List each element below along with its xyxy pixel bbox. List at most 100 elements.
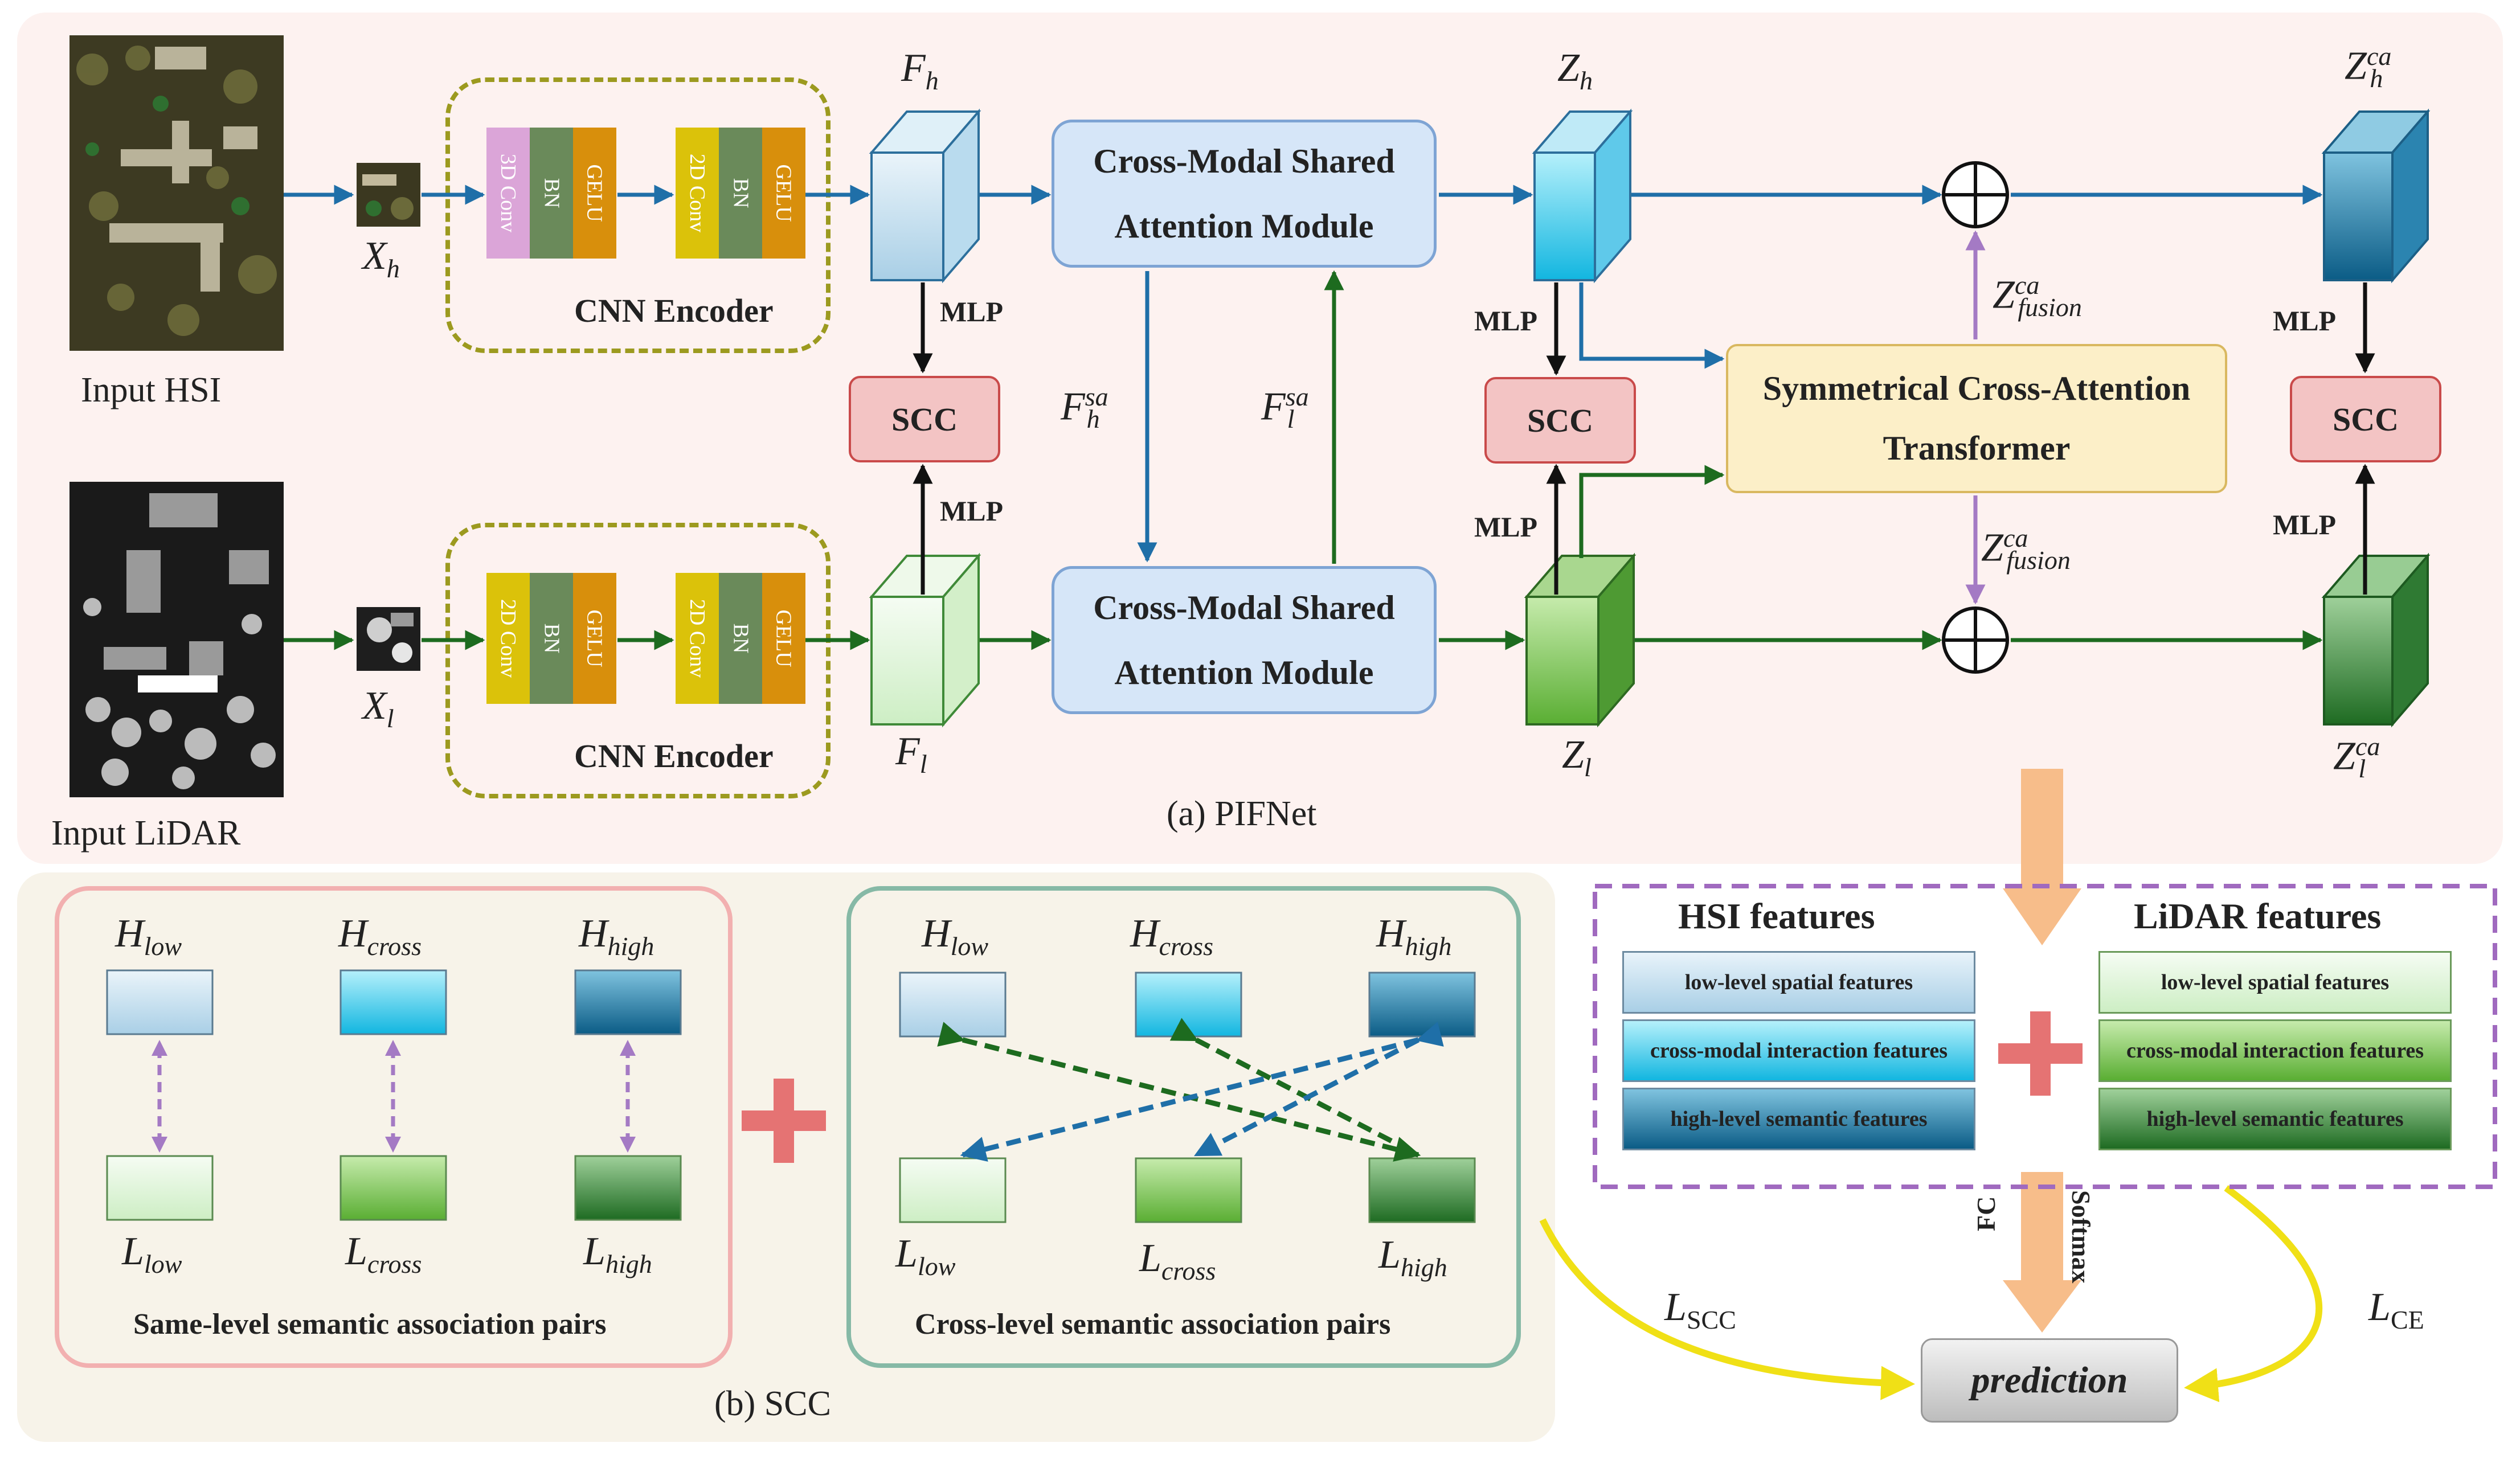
lidar-features-title: LiDAR features — [2134, 896, 2382, 936]
top-enc-conv1: 3D Conv — [486, 128, 530, 259]
xh-label: Xh — [362, 234, 400, 283]
top-encoder-title: CNN Encoder — [574, 292, 774, 329]
fc-label: FC — [1971, 1196, 2001, 1231]
cross-h-low: Hlow — [922, 912, 989, 961]
yellow-curve-ce — [2184, 1185, 2323, 1403]
bottom-enc-conv2: 2D Conv — [676, 573, 719, 704]
fl-sa-label: Fsal — [1261, 382, 1309, 434]
top-enc-bn2: BN — [719, 128, 762, 259]
cnn-encoder-bottom — [445, 523, 831, 798]
same-level-title: Same-level semantic association pairs — [133, 1308, 607, 1341]
top-enc-bn1: BN — [530, 128, 573, 259]
plus-scc — [742, 1079, 826, 1163]
hsi-features-title: HSI features — [1678, 896, 1875, 936]
hsi-feature-cross: cross-modal interaction features — [1622, 1019, 1975, 1082]
bottom-enc-gelu2: GELU — [762, 573, 805, 704]
lidar-patch-image — [357, 607, 420, 671]
cross-level-rects — [899, 972, 1476, 1223]
scat-line2: Transformer — [1883, 429, 2071, 467]
loss-ce-label: LCE — [2368, 1285, 2424, 1334]
cube-fl — [869, 552, 981, 728]
input-hsi-image — [69, 35, 284, 351]
zl-ca-label: Zcal — [2333, 732, 2380, 784]
mlp-label-3: MLP — [1474, 305, 1538, 337]
cross-level-title: Cross-level semantic association pairs — [915, 1308, 1391, 1341]
same-l-cross: Lcross — [345, 1230, 422, 1278]
cross-modal-bottom-line2: Attention Module — [1114, 654, 1374, 691]
hsi-feature-high: high-level semantic features — [1622, 1088, 1975, 1150]
orange-arrow-down-2 — [2003, 1172, 2081, 1333]
zh-ca-label: Zcah — [2345, 42, 2392, 93]
hsi-patch-image — [357, 163, 420, 227]
lidar-feature-cross: cross-modal interaction features — [2098, 1019, 2452, 1082]
scat-line1: Symmetrical Cross-Attention — [1762, 370, 2191, 407]
same-h-high: Hhigh — [579, 912, 654, 961]
mlp-label-2: MLP — [940, 495, 1004, 527]
bottom-enc-gelu1: GELU — [573, 573, 616, 704]
same-level-pairs-box — [55, 886, 733, 1368]
zfusion-bottom-label: Zcafusion — [1981, 523, 2071, 575]
panel-b-caption: (b) SCC — [714, 1384, 831, 1423]
oplus-top — [1942, 161, 2009, 228]
fl-label: Fl — [895, 730, 927, 778]
cross-l-cross: Lcross — [1139, 1236, 1216, 1285]
cross-l-low: Llow — [895, 1232, 956, 1281]
same-level-rects — [106, 969, 682, 1221]
features-dashed-box — [1593, 884, 2497, 1189]
same-l-high: Lhigh — [583, 1230, 652, 1278]
softmax-label: Softmax — [2067, 1190, 2096, 1284]
zfusion-top-label: Zcafusion — [1993, 271, 2082, 322]
mlp-label-6: MLP — [2273, 509, 2337, 540]
fh-sa-label: Fsah — [1061, 382, 1108, 434]
input-hsi-label: Input HSI — [81, 371, 222, 409]
cube-zl-ca — [2321, 552, 2431, 728]
symmetrical-cross-attention-transformer: Symmetrical Cross-Attention Transformer — [1726, 344, 2227, 493]
scc-box-2: SCC — [1484, 377, 1636, 464]
cross-modal-top-line2: Attention Module — [1114, 207, 1374, 245]
top-enc-gelu2: GELU — [762, 128, 805, 259]
cross-modal-attention-bottom: Cross-Modal Shared Attention Module — [1052, 566, 1437, 714]
plus-features — [1998, 1011, 2083, 1096]
prediction-box: prediction — [1921, 1338, 2178, 1423]
mlp-label-4: MLP — [1474, 511, 1538, 543]
same-h-low: Hlow — [115, 912, 182, 961]
cube-fh — [869, 108, 981, 284]
cube-zh — [1532, 108, 1633, 284]
same-h-cross: Hcross — [338, 912, 422, 961]
scc-box-1: SCC — [849, 376, 1000, 462]
lidar-feature-low: low-level spatial features — [2098, 951, 2452, 1014]
zh-label: Zh — [1557, 46, 1593, 95]
cross-l-high: Lhigh — [1378, 1233, 1447, 1282]
orange-arrow-down-1 — [2003, 769, 2081, 945]
cross-modal-top-line1: Cross-Modal Shared — [1093, 142, 1395, 180]
loss-scc-label: LSCC — [1664, 1285, 1736, 1334]
xl-label: Xl — [362, 684, 394, 733]
cube-zh-ca — [2321, 108, 2431, 284]
cross-modal-bottom-line1: Cross-Modal Shared — [1093, 589, 1395, 626]
cnn-encoder-top — [445, 77, 831, 353]
cube-zl — [1524, 552, 1637, 728]
same-l-low: Llow — [122, 1230, 182, 1278]
mlp-label-1: MLP — [940, 296, 1004, 327]
mlp-label-5: MLP — [2273, 305, 2337, 337]
input-lidar-image — [69, 482, 284, 797]
cross-modal-attention-top: Cross-Modal Shared Attention Module — [1052, 120, 1437, 268]
zl-label: Zl — [1562, 733, 1592, 782]
cross-h-cross: Hcross — [1130, 912, 1213, 961]
input-lidar-label: Input LiDAR — [51, 814, 241, 853]
bottom-encoder-title: CNN Encoder — [574, 737, 774, 774]
fh-label: Fh — [901, 46, 939, 95]
lidar-feature-high: high-level semantic features — [2098, 1088, 2452, 1150]
bottom-enc-conv1: 2D Conv — [486, 573, 530, 704]
panel-a-caption: (a) PIFNet — [1167, 794, 1317, 833]
top-enc-conv2: 2D Conv — [676, 128, 719, 259]
cross-level-pairs-box — [846, 886, 1521, 1368]
cross-h-high: Hhigh — [1376, 912, 1452, 961]
bottom-enc-bn1: BN — [530, 573, 573, 704]
oplus-bottom — [1942, 606, 2009, 674]
bottom-enc-bn2: BN — [719, 573, 762, 704]
yellow-curve-scc — [1539, 1218, 1915, 1400]
scc-box-3: SCC — [2290, 376, 2441, 462]
top-enc-gelu1: GELU — [573, 128, 616, 259]
